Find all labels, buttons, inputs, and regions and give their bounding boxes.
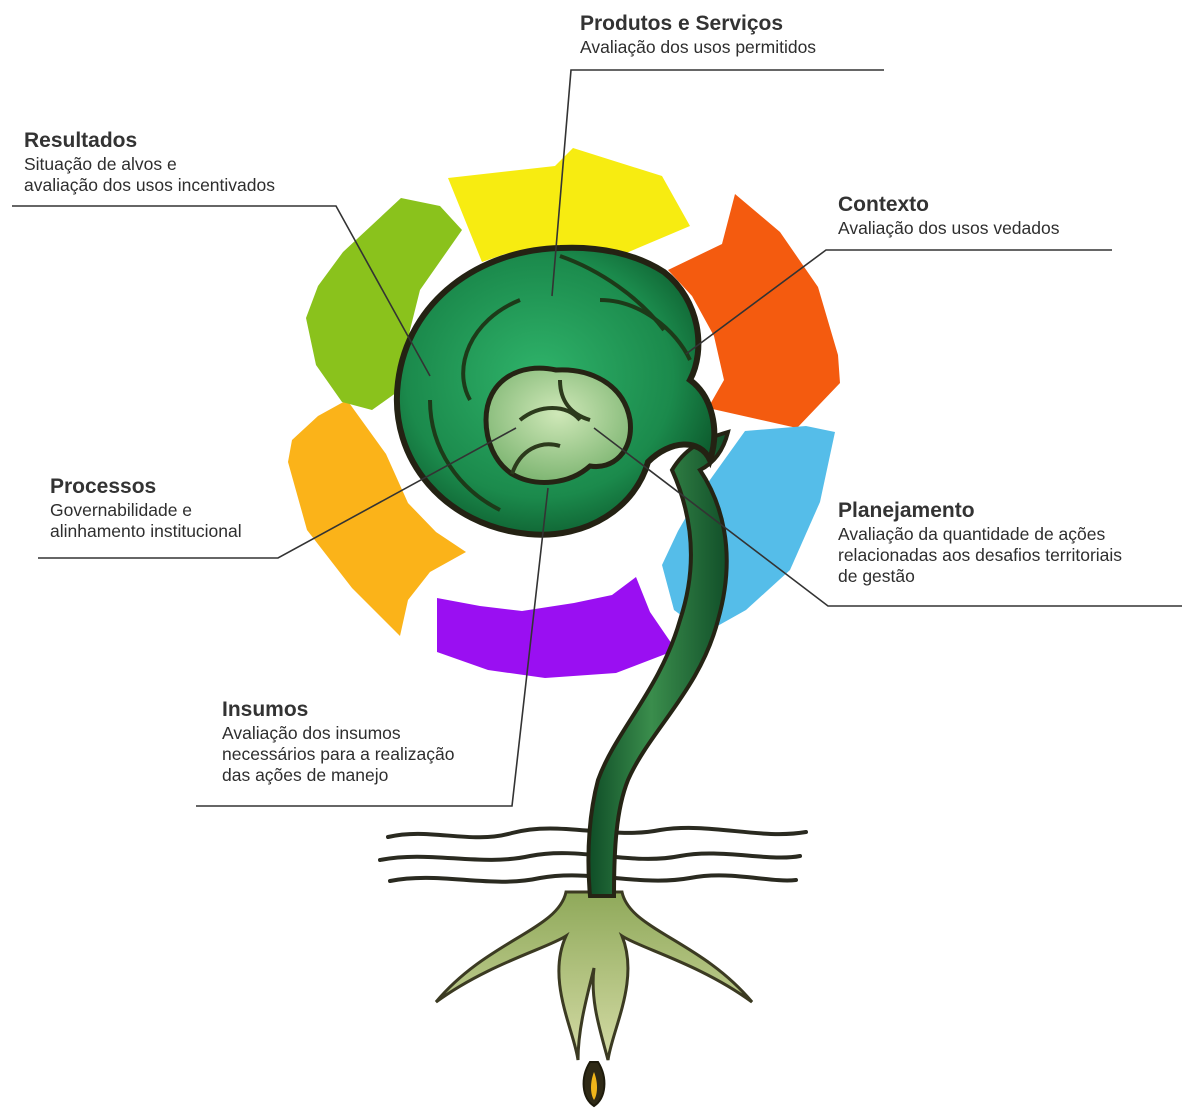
cycle-arrow-insumos bbox=[437, 577, 676, 678]
label-produtos-title: Produtos e Serviços bbox=[580, 11, 816, 37]
label-planejamento-line-3: de gestão bbox=[838, 566, 1122, 587]
label-contexto-title: Contexto bbox=[838, 192, 1060, 218]
label-produtos-line-1: Avaliação dos usos permitidos bbox=[580, 37, 816, 58]
label-processos-title: Processos bbox=[50, 474, 242, 500]
label-insumos-line-2: necessários para a realização bbox=[222, 744, 455, 765]
label-resultados: Resultados Situação de alvos e avaliação… bbox=[24, 128, 275, 196]
label-contexto-line-1: Avaliação dos usos vedados bbox=[838, 218, 1060, 239]
label-resultados-line-1: Situação de alvos e bbox=[24, 154, 275, 175]
label-resultados-line-2: avaliação dos usos incentivados bbox=[24, 175, 275, 196]
label-insumos-line-3: das ações de manejo bbox=[222, 765, 455, 786]
label-planejamento: Planejamento Avaliação da quantidade de … bbox=[838, 498, 1122, 587]
label-insumos-title: Insumos bbox=[222, 697, 455, 723]
roots bbox=[436, 892, 752, 1060]
label-produtos: Produtos e Serviços Avaliação dos usos p… bbox=[580, 11, 816, 58]
label-resultados-title: Resultados bbox=[24, 128, 275, 154]
label-planejamento-title: Planejamento bbox=[838, 498, 1122, 524]
label-processos-line-1: Governabilidade e bbox=[50, 500, 242, 521]
label-processos: Processos Governabilidade e alinhamento … bbox=[50, 474, 242, 542]
label-processos-line-2: alinhamento institucional bbox=[50, 521, 242, 542]
label-planejamento-line-1: Avaliação da quantidade de ações bbox=[838, 524, 1122, 545]
label-insumos: Insumos Avaliação dos insumos necessário… bbox=[222, 697, 455, 786]
label-contexto: Contexto Avaliação dos usos vedados bbox=[838, 192, 1060, 239]
plant-head bbox=[397, 248, 714, 535]
seed-tip bbox=[584, 1062, 605, 1106]
label-insumos-line-1: Avaliação dos insumos bbox=[222, 723, 455, 744]
label-planejamento-line-2: relacionadas aos desafios territoriais bbox=[838, 545, 1122, 566]
